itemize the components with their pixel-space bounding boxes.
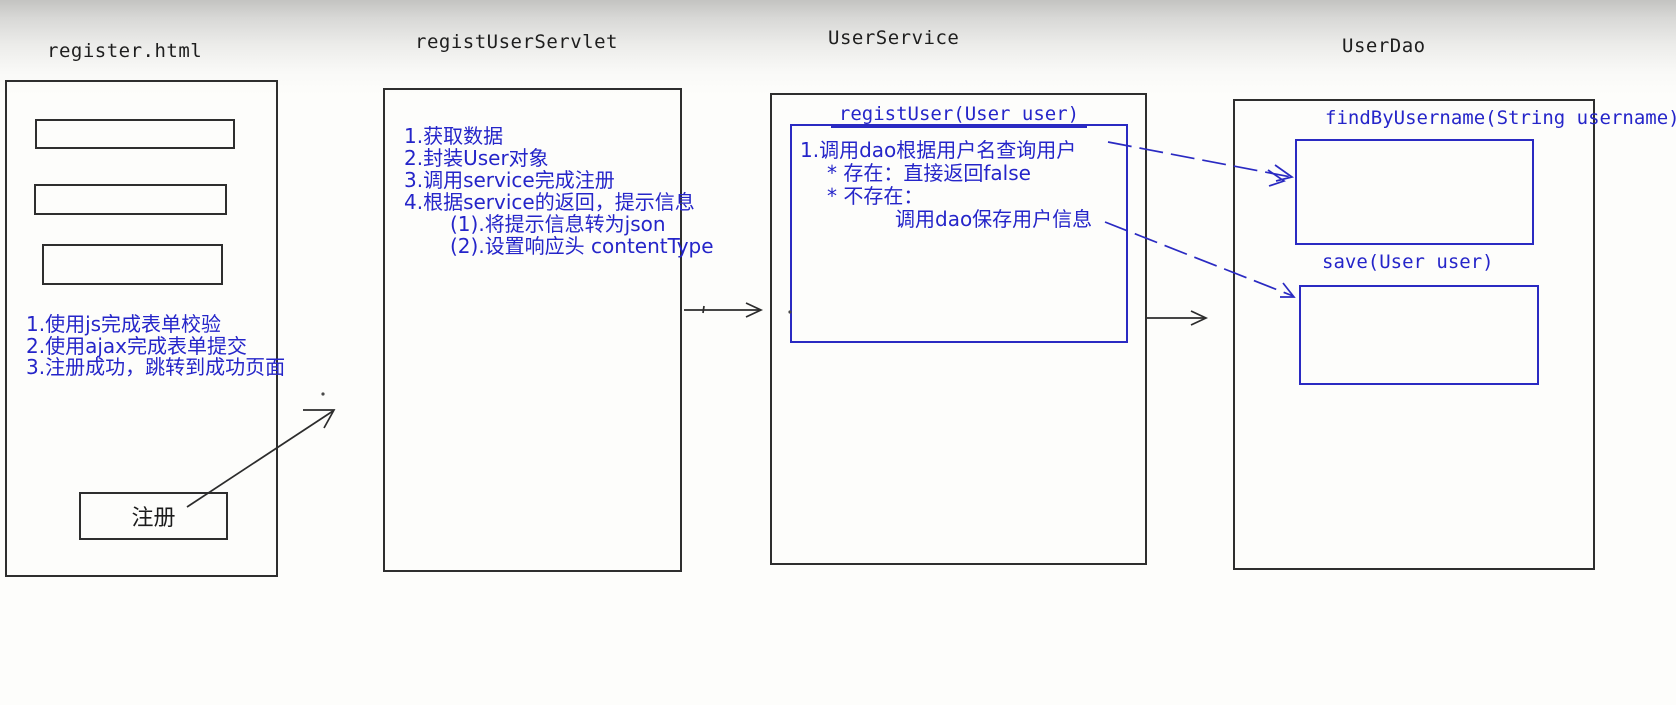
arrow-service-to-dao: [1147, 310, 1209, 326]
find-by-username-signature: findByUsername(String username): [1325, 107, 1676, 129]
save-method-box: [1299, 285, 1539, 385]
servlet-step: 2.封装User对象: [404, 146, 549, 170]
panel-user-service: registUser(User user) 1.调用dao根据用户名查询用户 *…: [770, 93, 1147, 565]
panel-regist-user-servlet: 1.获取数据 2.封装User对象 3.调用service完成注册 4.根据se…: [383, 88, 714, 572]
panel-user-dao: findByUsername(String username) save(Use…: [1233, 99, 1676, 570]
title-user-service: UserService: [828, 27, 960, 49]
drawn-input-field-2: [34, 184, 227, 215]
find-by-username-method-box: [1295, 139, 1534, 245]
title-regist-user-servlet: registUserServlet: [415, 31, 618, 53]
service-step: * 不存在：: [827, 184, 924, 208]
servlet-step: 4.根据service的返回，提示信息: [404, 190, 695, 214]
register-notes: 1.使用js完成表单校验 2.使用ajax完成表单提交 3.注册成功，跳转到成功…: [26, 312, 286, 379]
servlet-step: (2).设置响应头 contentType: [450, 234, 714, 258]
panel-register-html: 1.使用js完成表单校验 2.使用ajax完成表单提交 3.注册成功，跳转到成功…: [5, 80, 285, 577]
register-button-label: 注册: [131, 506, 176, 531]
register-note: 3.注册成功，跳转到成功页面: [26, 355, 286, 379]
service-step: * 存在：直接返回false: [827, 161, 1031, 185]
drawn-register-button: 注册: [79, 492, 228, 540]
servlet-step: 3.调用service完成注册: [404, 168, 615, 192]
register-note: 2.使用ajax完成表单提交: [26, 333, 247, 358]
regist-user-method-signature: registUser(User user): [830, 103, 1088, 128]
servlet-steps: 1.获取数据 2.封装User对象 3.调用service完成注册 4.根据se…: [404, 125, 714, 257]
regist-user-method-title-wrap: registUser(User user): [790, 103, 1128, 128]
arrow-servlet-to-service: [684, 302, 764, 318]
title-user-dao: UserDao: [1342, 35, 1426, 57]
service-step: 调用dao保存用户信息: [895, 207, 1093, 231]
service-steps: 1.调用dao根据用户名查询用户 * 存在：直接返回false * 不存在： 调…: [800, 139, 1092, 231]
servlet-step: 1.获取数据: [404, 124, 504, 148]
title-register-html: register.html: [47, 40, 203, 62]
drawn-input-field-3: [42, 244, 223, 285]
drawn-input-field-1: [35, 119, 235, 149]
servlet-step: (1).将提示信息转为json: [450, 212, 666, 236]
save-signature: save(User user): [1322, 251, 1494, 273]
register-note: 1.使用js完成表单校验: [26, 312, 222, 336]
service-step: 1.调用dao根据用户名查询用户: [800, 138, 1077, 162]
